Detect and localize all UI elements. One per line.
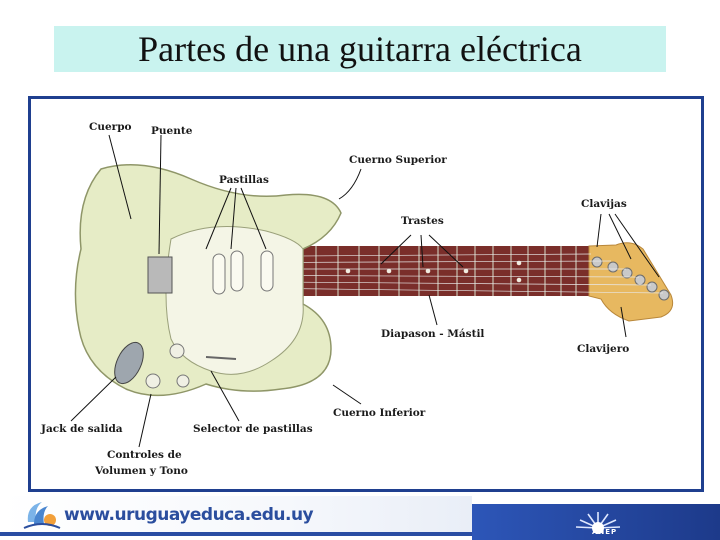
website-link[interactable]: www.uruguayeduca.edu.uy xyxy=(64,505,314,525)
label-cuerpo: Cuerpo xyxy=(89,121,132,133)
label-cuerno-superior: Cuerno Superior xyxy=(349,154,447,166)
label-cuerno-inferior: Cuerno Inferior xyxy=(333,407,426,419)
guitar-diagram-frame: Cuerpo Puente Cuerno Superior Pastillas … xyxy=(28,96,704,492)
label-clavijas: Clavijas xyxy=(581,198,627,210)
footer-url-band: www.uruguayeduca.edu.uy xyxy=(0,496,472,536)
label-controles-2: Volumen y Tono xyxy=(95,465,188,477)
label-pastillas: Pastillas xyxy=(219,174,269,186)
headstock xyxy=(588,242,674,322)
footer-blue-band xyxy=(472,504,720,540)
pickups xyxy=(212,250,274,295)
label-selector: Selector de pastillas xyxy=(193,423,313,435)
tuning-pegs xyxy=(591,256,670,301)
guitar-illustration xyxy=(70,134,674,448)
label-jack: Jack de salida xyxy=(41,423,123,435)
fretboard xyxy=(271,246,591,296)
pickguard xyxy=(165,226,304,375)
label-trastes: Trastes xyxy=(401,215,444,227)
output-jack xyxy=(114,341,144,385)
fret-markers xyxy=(345,260,522,283)
label-puente: Puente xyxy=(151,125,193,137)
anep-logo-text: ANEP xyxy=(592,528,618,536)
footer-bar: www.uruguayeduca.edu.uy xyxy=(0,496,720,540)
label-controles-1: Controles de xyxy=(107,449,182,461)
label-clavijero: Clavijero xyxy=(577,343,630,355)
selector-switch xyxy=(205,356,237,360)
control-knobs xyxy=(145,343,190,389)
uruguayeduca-logo-icon xyxy=(23,502,61,529)
label-diapason: Diapason - Mástil xyxy=(381,328,485,340)
page-title: Partes de una guitarra eléctrica xyxy=(138,29,582,69)
bridge xyxy=(147,256,173,294)
pointer-lines xyxy=(70,134,660,448)
title-banner: Partes de una guitarra eléctrica xyxy=(54,26,666,72)
anep-sun-logo-icon xyxy=(575,512,621,534)
